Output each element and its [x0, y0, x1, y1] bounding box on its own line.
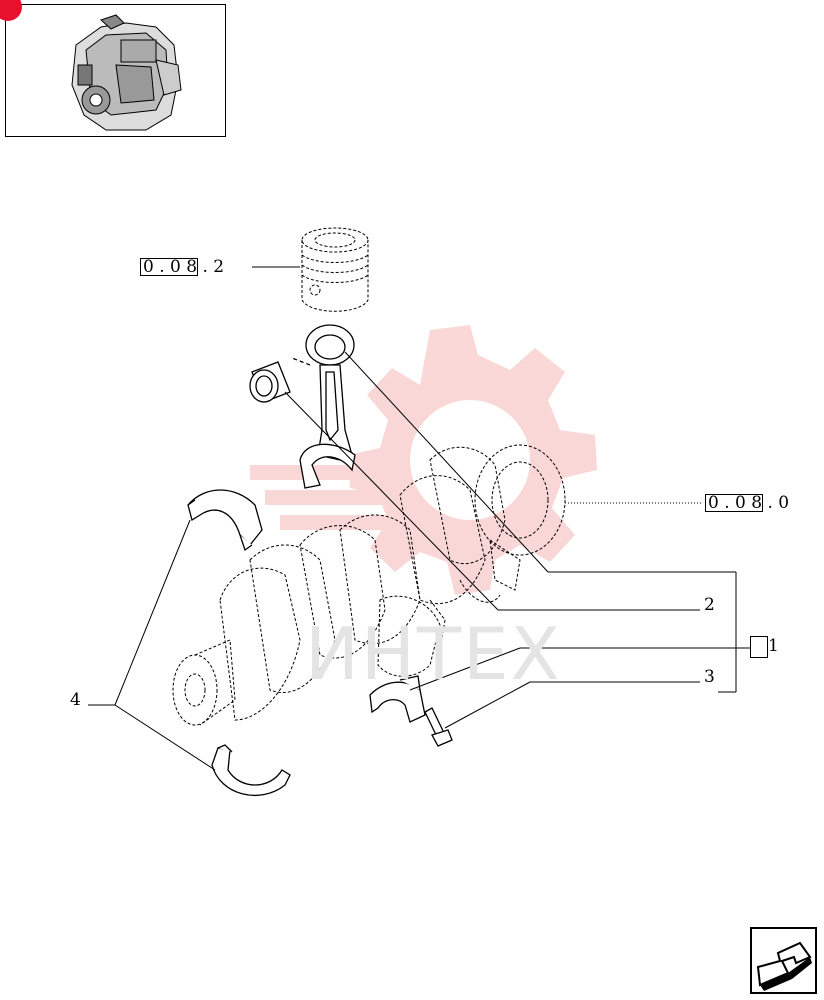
ref-box-right — [705, 494, 763, 512]
callout-2[interactable]: 2 — [704, 595, 715, 615]
ref-label-top[interactable]: 0 . 0 8 . 2 — [143, 257, 225, 277]
engine-thumbnail-icon — [71, 14, 182, 131]
watermark-text: ИНТЕХ — [305, 612, 562, 696]
bearing-shell-1[interactable] — [369, 675, 426, 723]
next-page-button[interactable] — [750, 927, 817, 994]
callout-4[interactable]: 4 — [70, 690, 81, 710]
small-end-bush[interactable] — [249, 361, 291, 403]
next-arrow-icon — [756, 941, 812, 991]
crankshaft[interactable] — [172, 444, 566, 726]
connecting-rod[interactable] — [291, 324, 356, 489]
red-marker-icon — [0, 0, 22, 21]
callout-1[interactable]: 1 — [768, 636, 779, 656]
main-bearing-upper[interactable] — [187, 489, 263, 552]
piston — [301, 227, 369, 312]
watermark-gear-icon — [250, 325, 597, 595]
engine-thumbnail[interactable] — [0, 0, 226, 137]
ref-label-right[interactable]: 0 . 0 8 . 0 — [708, 493, 790, 513]
leader-lines — [88, 266, 750, 771]
callout-1-box — [750, 636, 768, 658]
callout-3[interactable]: 3 — [704, 667, 715, 687]
bolt[interactable] — [424, 707, 453, 747]
main-bearing-lower[interactable] — [211, 744, 291, 797]
ref-box-top — [140, 258, 198, 276]
